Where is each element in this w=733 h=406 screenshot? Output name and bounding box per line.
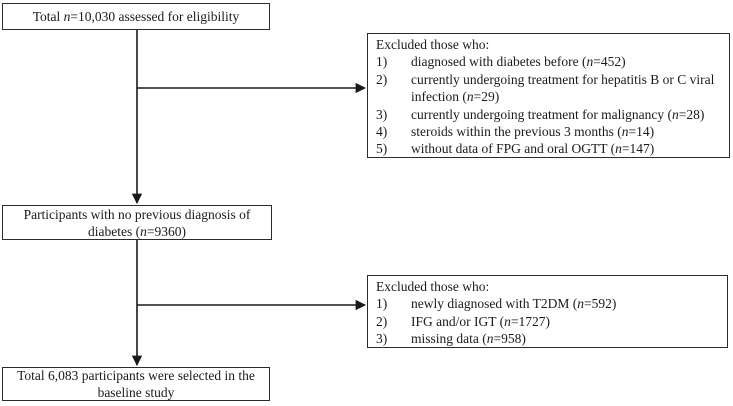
list-item-text: steroids within the previous 3 months (n… bbox=[411, 124, 655, 140]
exclusion-box-2-title: Excluded those who: bbox=[376, 279, 490, 294]
list-item-text: missing data (n=958) bbox=[411, 331, 526, 347]
exclusion-box-2-list: 1) newly diagnosed with T2DM (n=592) 2) … bbox=[376, 295, 721, 347]
list-item-number: 1) bbox=[376, 54, 388, 70]
list-item: 2) currently undergoing treatment for he… bbox=[376, 71, 723, 106]
list-item-text: without data of FPG and oral OGTT (n=147… bbox=[411, 141, 655, 157]
list-item-text: diagnosed with diabetes before (n=452) bbox=[411, 54, 626, 70]
eligibility-box: Total n=10,030 assessed for eligibility bbox=[2, 3, 270, 30]
exclusion-box-2: Excluded those who: 1) newly diagnosed w… bbox=[367, 275, 728, 348]
list-item: 2) IFG and/or IGT (n=1727) bbox=[376, 313, 721, 330]
baseline-study-box: Total 6,083 participants were selected i… bbox=[2, 367, 270, 401]
list-item-text: IFG and/or IGT (n=1727) bbox=[411, 313, 550, 329]
list-item: 4) steroids within the previous 3 months… bbox=[376, 123, 723, 140]
list-item-number: 3) bbox=[376, 106, 388, 122]
list-item: 5) without data of FPG and oral OGTT (n=… bbox=[376, 140, 723, 157]
list-item-number: 5) bbox=[376, 141, 388, 157]
exclusion-box-1-list: 1) diagnosed with diabetes before (n=452… bbox=[376, 53, 723, 157]
list-item-number: 3) bbox=[376, 331, 388, 347]
no-previous-diagnosis-box-text: Participants with no previous diagnosis … bbox=[23, 206, 251, 239]
list-item: 1) newly diagnosed with T2DM (n=592) bbox=[376, 295, 721, 312]
list-item: 3) currently undergoing treatment for ma… bbox=[376, 106, 723, 123]
exclusion-box-1: Excluded those who: 1) diagnosed with di… bbox=[367, 33, 730, 158]
list-item: 3) missing data (n=958) bbox=[376, 330, 721, 347]
list-item: 1) diagnosed with diabetes before (n=452… bbox=[376, 53, 723, 70]
list-item-number: 2) bbox=[376, 71, 388, 87]
exclusion-box-1-title: Excluded those who: bbox=[376, 37, 490, 52]
list-item-text: currently undergoing treatment for malig… bbox=[411, 106, 705, 122]
baseline-study-box-text: Total 6,083 participants were selected i… bbox=[17, 368, 255, 400]
list-item-text: currently undergoing treatment for hepat… bbox=[411, 71, 715, 105]
list-item-number: 2) bbox=[376, 313, 388, 329]
list-item-text: newly diagnosed with T2DM (n=592) bbox=[411, 296, 617, 312]
list-item-number: 4) bbox=[376, 124, 388, 140]
list-item-number: 1) bbox=[376, 296, 388, 312]
eligibility-box-text: Total n=10,030 assessed for eligibility bbox=[32, 9, 240, 24]
no-previous-diagnosis-box: Participants with no previous diagnosis … bbox=[2, 205, 272, 240]
